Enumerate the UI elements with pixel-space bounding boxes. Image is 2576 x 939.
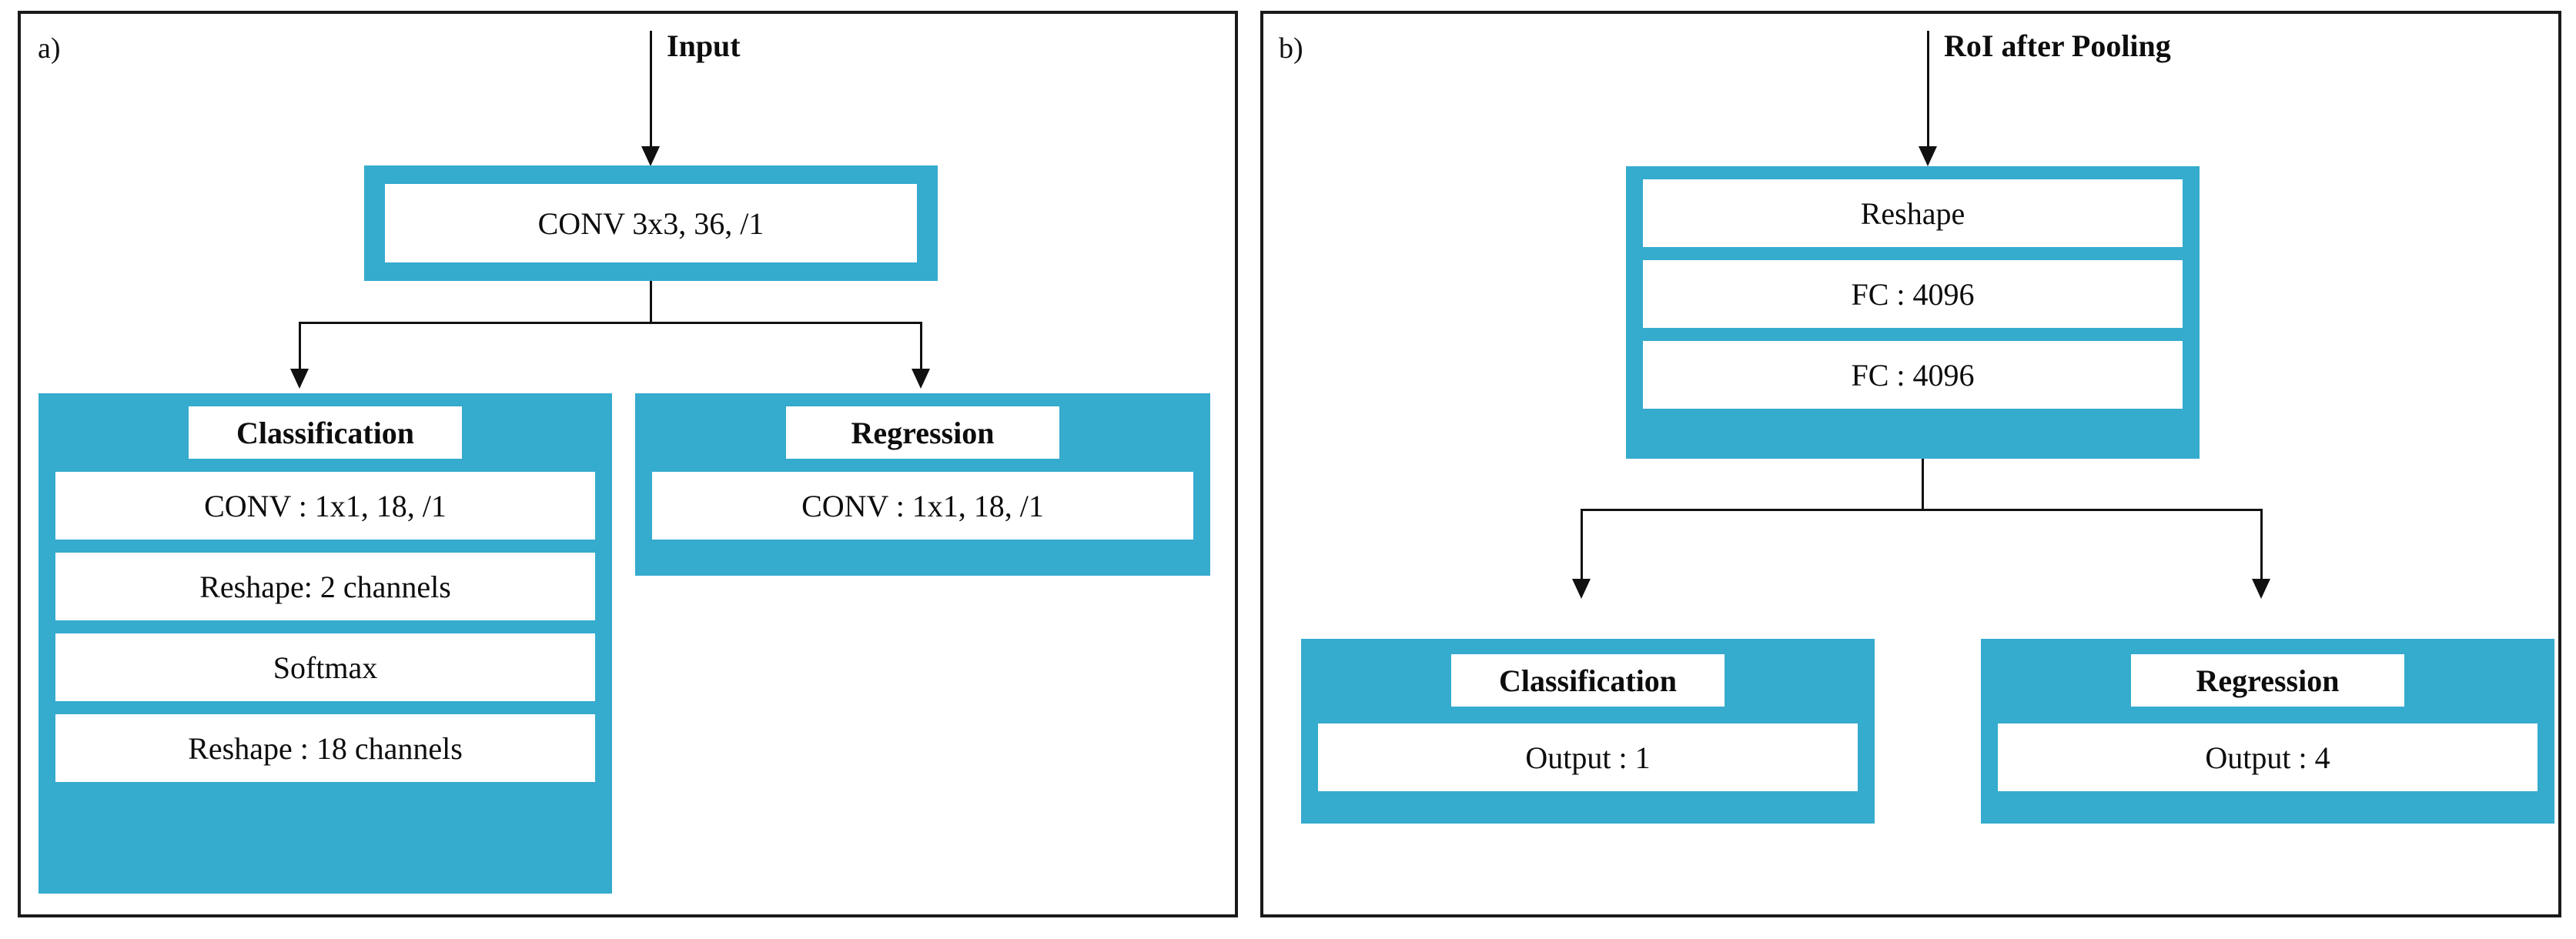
panel-b-stem-layer-2: FC : 4096	[1643, 341, 2183, 409]
panel-b-stem-layer-0: Reshape	[1643, 179, 2183, 247]
panel-b-input-arrowhead	[1919, 146, 1937, 166]
panel-a-classification-layer-3: Reshape : 18 channels	[55, 714, 595, 782]
panel-b-branch-left-arrowhead	[1572, 579, 1591, 599]
panel-a-classification-layer-1: Reshape: 2 channels	[55, 553, 595, 620]
panel-a-stem-conv-cell: CONV 3x3, 36, /1	[385, 184, 917, 262]
panel-b-classification-group: Classification Output : 1	[1301, 639, 1875, 824]
panel-b-stem-group: Reshape FC : 4096 FC : 4096	[1626, 166, 2200, 459]
panel-a-regression-header: Regression	[786, 406, 1059, 459]
panel-a-split-hline	[299, 322, 922, 324]
panel-a-classification-layer-0: CONV : 1x1, 18, /1	[55, 472, 595, 540]
panel-b-branch-right-vline	[2260, 509, 2263, 582]
panel-a-branch-right-vline	[920, 322, 922, 372]
panel-b-split-hline	[1581, 509, 2263, 511]
panel-a-input-label: Input	[667, 28, 741, 63]
panel-b-classification-layer-0: Output : 1	[1318, 723, 1858, 791]
panel-a-input-arrow-line	[650, 31, 652, 150]
panel-a-input-arrowhead	[641, 146, 660, 166]
panel-a-branch-right-arrowhead	[912, 369, 930, 389]
panel-a-regression-group: Regression CONV : 1x1, 18, /1	[635, 393, 1210, 576]
panel-a-branch-left-vline	[299, 322, 301, 372]
panel-a-regression-layer-0: CONV : 1x1, 18, /1	[652, 472, 1193, 540]
panel-b-branch-left-vline	[1581, 509, 1583, 582]
panel-b-regression-group: Regression Output : 4	[1981, 639, 2554, 824]
panel-b-regression-header: Regression	[2131, 654, 2404, 707]
panel-b-branch-right-arrowhead	[2252, 579, 2270, 599]
panel-b-regression-layer-0: Output : 4	[1998, 723, 2538, 791]
panel-a-split-vline	[650, 281, 652, 323]
panel-b-input-label: RoI after Pooling	[1944, 28, 2171, 63]
panel-b-classification-header: Classification	[1451, 654, 1725, 707]
panel-a-label: a)	[38, 32, 61, 65]
panel-a-branch-left-arrowhead	[290, 369, 309, 389]
panel-b-split-vline	[1922, 459, 1924, 511]
panel-a-stem-group: CONV 3x3, 36, /1	[364, 165, 938, 281]
panel-b-input-arrow-line	[1927, 31, 1929, 150]
panel-a-classification-layer-2: Softmax	[55, 633, 595, 701]
panel-a-classification-group: Classification CONV : 1x1, 18, /1 Reshap…	[38, 393, 612, 894]
panel-a-classification-header: Classification	[189, 406, 462, 459]
panel-b-stem-layer-1: FC : 4096	[1643, 260, 2183, 328]
panel-b-label: b)	[1279, 32, 1303, 65]
